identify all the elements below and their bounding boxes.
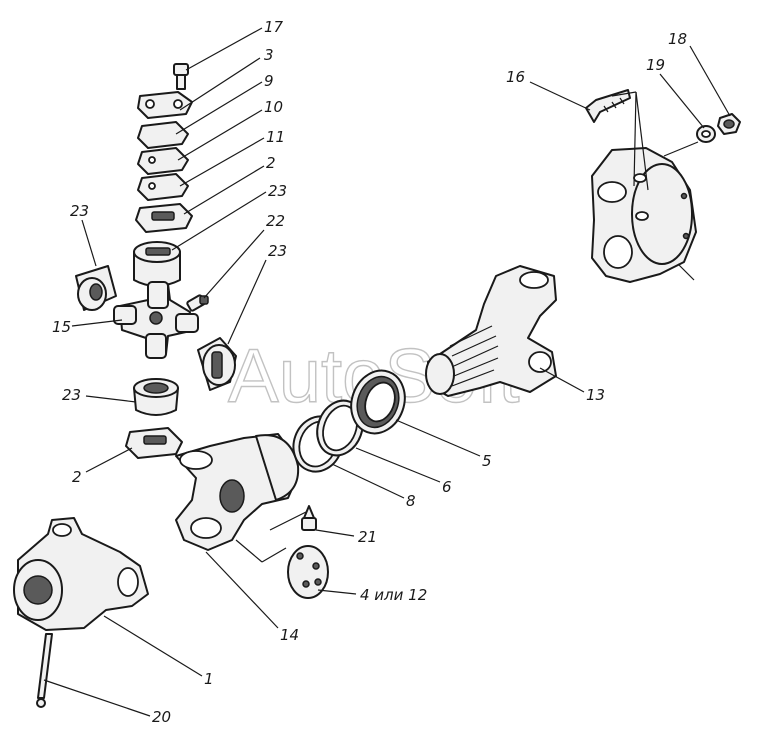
slip-yoke-14 [175,433,300,551]
nut-18 [717,113,741,135]
callout-22: 22 [266,212,285,230]
callout-23-top: 23 [268,182,287,200]
flange-yoke-1 [13,517,149,631]
bearing-cup-23-top [133,241,181,287]
callout-20: 20 [152,708,171,726]
callout-11: 11 [266,128,285,146]
grease-fitting-21 [301,505,317,531]
plate-3 [137,91,193,119]
gasket-10 [137,147,189,175]
callout-1: 1 [204,670,214,688]
callout-2-upper: 2 [266,154,276,172]
callout-6: 6 [442,478,452,496]
bolt-17 [173,63,189,90]
callout-9: 9 [264,72,274,90]
plug-plate-4-or-12 [287,545,329,599]
grease-fitting-22 [186,294,209,312]
callout-19: 19 [646,56,665,74]
callout-8: 8 [406,492,416,510]
leader-lines [43,27,731,717]
plate-2-upper [135,203,193,233]
pin-20 [36,633,53,708]
callout-13: 13 [586,386,605,404]
callout-15: 15 [52,318,71,336]
callout-23-bottom: 23 [62,386,81,404]
callout-23-right: 23 [268,242,287,260]
bearing-cup-23-right [197,337,237,391]
bolt-16 [585,89,631,123]
callout-23-left: 23 [70,202,89,220]
flange-yoke-7 [591,147,697,283]
callout-2-lower: 2 [72,468,82,486]
bearing-cup-23-bottom [133,378,179,416]
callout-4-or-12: 4 или 12 [360,586,427,604]
washer-19 [696,125,716,143]
callout-21: 21 [358,528,377,546]
splined-shaft-yoke-13 [425,265,557,397]
callout-17: 17 [264,18,284,36]
washer-plate-9 [137,121,189,149]
callout-10: 10 [264,98,283,116]
callout-5: 5 [482,452,492,470]
callout-16: 16 [506,68,525,86]
seal-5 [350,369,406,435]
gasket-11 [137,173,189,201]
plate-2-lower [125,427,183,459]
bearing-cup-23-left [75,265,117,311]
cross-spider-15 [113,281,199,359]
callout-14: 14 [280,626,299,644]
callout-3: 3 [264,46,274,64]
callout-18: 18 [668,30,687,48]
callout-labels: 17 3 9 10 11 2 23 23 22 23 15 23 2 16 19… [52,18,687,726]
